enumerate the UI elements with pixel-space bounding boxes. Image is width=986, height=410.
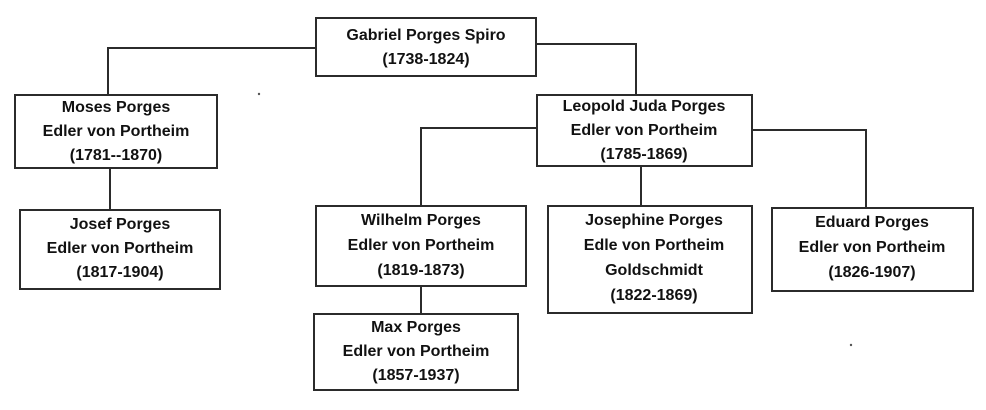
person-dates-line: (1785-1869) [600, 146, 687, 163]
person-name-line: Moses Porges [62, 99, 171, 116]
person-max: Max Porges Edler von Portheim (1857-1937… [313, 313, 519, 391]
person-title-line: Edler von Portheim [348, 237, 495, 254]
person-name-line: Wilhelm Porges [361, 212, 481, 229]
scan-speck [849, 343, 853, 347]
person-box [315, 205, 527, 287]
person-josef: Josef Porges Edler von Portheim (1817-19… [19, 209, 221, 290]
person-title-line: Edler von Portheim [343, 343, 490, 360]
person-dates-line: (1781--1870) [70, 147, 163, 164]
person-name-line: Josef Porges [70, 216, 171, 233]
person-name-line: Josephine Porges [585, 212, 723, 229]
person-title-line: Edler von Portheim [571, 122, 718, 139]
person-title-line: Edler von Portheim [47, 240, 194, 257]
connector-leopold-eduard [752, 129, 867, 208]
person-dates-line: (1826-1907) [828, 264, 915, 281]
person-dates-line: (1857-1937) [372, 367, 459, 384]
person-title-line: Edle von Portheim [584, 237, 724, 254]
scan-speck [257, 92, 261, 96]
person-box [536, 94, 753, 167]
connector-gabriel-moses [107, 47, 316, 95]
person-name-line: Max Porges [371, 319, 461, 336]
person-box [315, 17, 537, 77]
person-title-line: Edler von Portheim [799, 239, 946, 256]
person-name-line: Gabriel Porges Spiro [346, 27, 505, 44]
person-name-line: Leopold Juda Porges [563, 98, 726, 115]
person-box [14, 94, 218, 169]
person-eduard: Eduard Porges Edler von Portheim (1826-1… [771, 207, 974, 292]
person-box [771, 207, 974, 292]
person-box [313, 313, 519, 391]
person-box [547, 205, 753, 314]
person-married-name-line: Goldschmidt [605, 262, 703, 279]
person-title-line: Edler von Portheim [43, 123, 190, 140]
person-dates-line: (1817-1904) [76, 264, 163, 281]
connectors [107, 43, 867, 314]
person-dates-line: (1819-1873) [377, 262, 464, 279]
person-josephine: Josephine Porges Edle von Portheim Golds… [547, 205, 753, 314]
person-box [19, 209, 221, 290]
person-wilhelm: Wilhelm Porges Edler von Portheim (1819-… [315, 205, 527, 287]
connector-gabriel-leopold [536, 43, 637, 95]
person-moses: Moses Porges Edler von Portheim (1781--1… [14, 94, 218, 169]
person-name-line: Eduard Porges [815, 214, 929, 231]
person-gabriel: Gabriel Porges Spiro (1738-1824) [315, 17, 537, 77]
person-dates-line: (1738-1824) [382, 51, 469, 68]
person-dates-line: (1822-1869) [610, 287, 697, 304]
person-leopold: Leopold Juda Porges Edler von Portheim (… [536, 94, 753, 167]
connector-leopold-wilhelm [420, 127, 537, 206]
